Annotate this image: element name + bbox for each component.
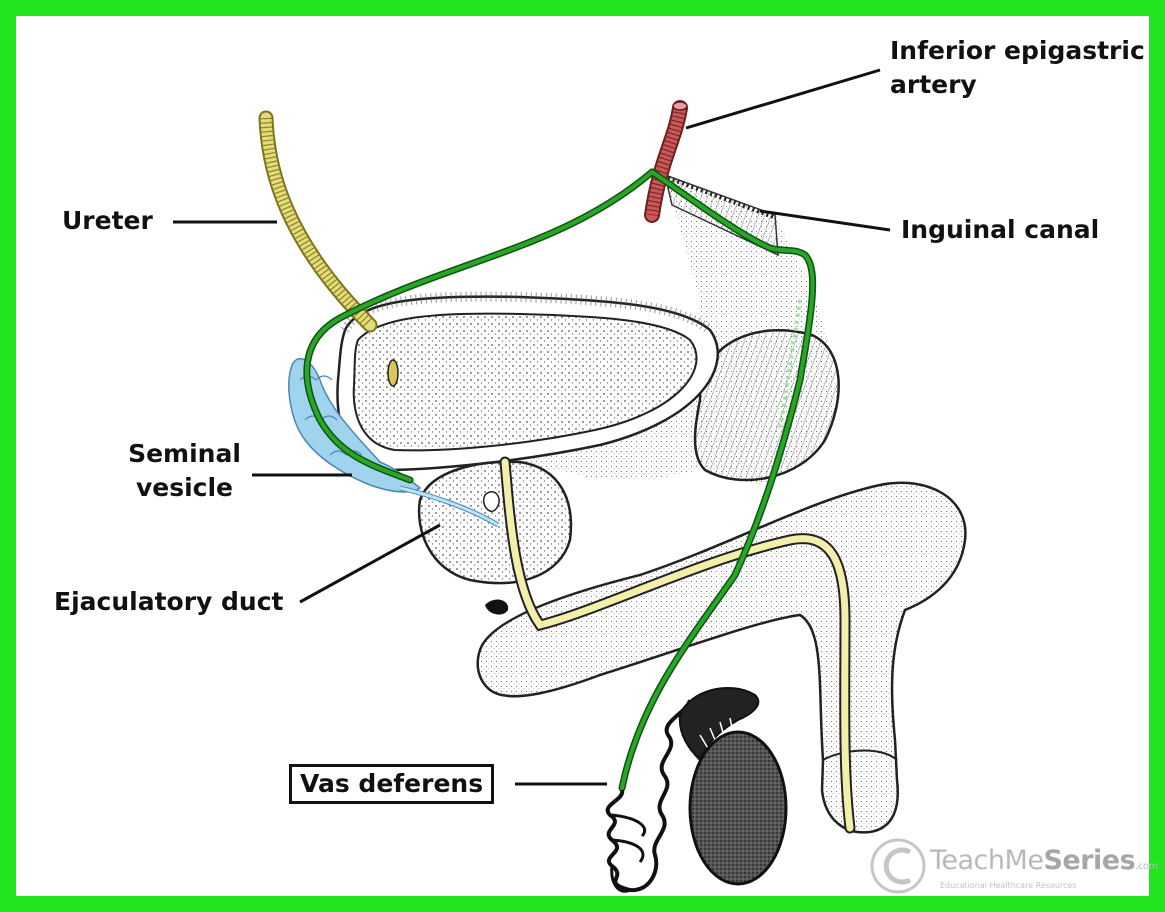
label-inferior-epigastric: Inferior epigastric artery [890,34,1145,102]
watermark-brand-suffix: .com [1135,861,1158,872]
ureter-shape [266,118,370,325]
label-seminal-line2: vesicle [122,471,247,505]
leader-line-artery [686,70,880,128]
label-seminal-line1: Seminal [122,437,247,471]
label-seminal-vesicle: Seminal vesicle [122,437,247,505]
watermark-tagline: Educational Healthcare Resources [940,881,1077,890]
testis [690,732,786,884]
watermark-brand-plain: TeachMe [930,845,1043,876]
leader-line-ejaculatory [300,525,440,602]
watermark-brand-bold: Series [1043,845,1135,876]
label-inferior-epigastric-line1: Inferior epigastric [890,34,1145,68]
label-inferior-epigastric-line2: artery [890,68,1145,102]
label-ejaculatory-duct: Ejaculatory duct [54,585,284,619]
label-vas-deferens: Vas deferens [289,764,494,804]
vas-convoluted [608,700,690,890]
label-ureter: Ureter [62,204,153,238]
label-inguinal-canal: Inguinal canal [901,213,1099,247]
watermark: TeachMeSeries.com Educational Healthcare… [868,835,1148,897]
watermark-brand: TeachMeSeries.com [930,845,1158,876]
